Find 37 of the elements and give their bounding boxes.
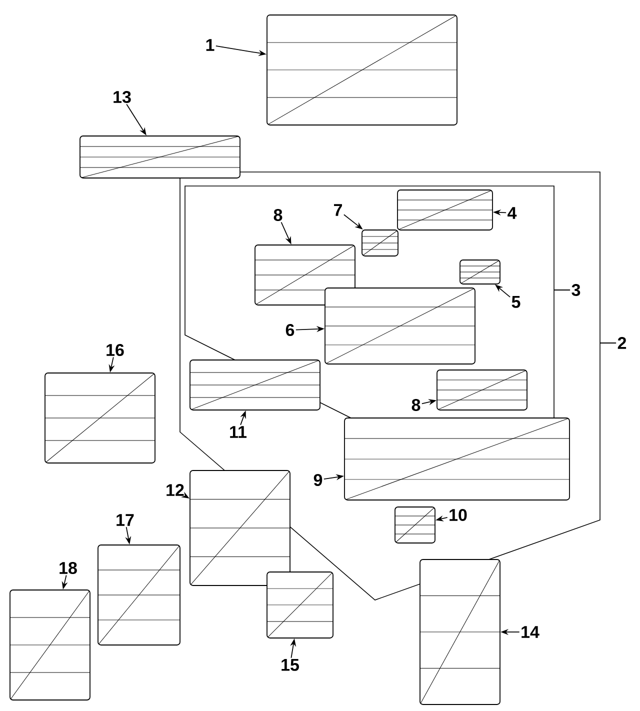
leader-line bbox=[600, 342, 617, 344]
callout-number: 2 bbox=[616, 336, 628, 350]
wheelhouse-drawing bbox=[344, 418, 570, 500]
callout-number: 16 bbox=[104, 342, 126, 357]
tray-drawing bbox=[80, 136, 240, 178]
panel-drawing bbox=[44, 372, 156, 464]
callout-number: 9 bbox=[312, 472, 324, 488]
crossmember-drawing bbox=[98, 544, 180, 646]
crossmember-drawing bbox=[10, 590, 90, 700]
bracket-drawing bbox=[394, 506, 436, 544]
callout-number: 14 bbox=[520, 625, 540, 639]
callout-number: 11 bbox=[228, 425, 248, 439]
rail-drawing bbox=[436, 370, 528, 410]
floor-pan-drawing bbox=[324, 288, 476, 364]
floor-pan-drawing bbox=[190, 470, 290, 586]
bracket-drawing bbox=[460, 260, 500, 284]
callout-number: 5 bbox=[510, 295, 522, 309]
callout-number: 8 bbox=[272, 208, 284, 222]
callout-number: 3 bbox=[570, 282, 582, 298]
callout-number: 18 bbox=[58, 560, 78, 576]
callout-number: 12 bbox=[164, 483, 186, 497]
callout-number: 15 bbox=[280, 658, 300, 672]
callout-number: 13 bbox=[112, 90, 132, 104]
crossmember-drawing bbox=[190, 360, 320, 410]
callout-number: 17 bbox=[114, 513, 136, 527]
rail-drawing bbox=[254, 244, 356, 306]
rail-drawing bbox=[397, 190, 493, 230]
callout-number: 8 bbox=[410, 398, 422, 412]
callout-number: 4 bbox=[506, 206, 518, 220]
bracket-drawing bbox=[362, 230, 398, 256]
panel-drawing bbox=[266, 14, 458, 126]
callout-number: 6 bbox=[284, 322, 296, 337]
callout-number: 7 bbox=[332, 203, 344, 217]
callout-number: 10 bbox=[448, 508, 468, 522]
wheelhouse-drawing bbox=[420, 559, 500, 705]
bracket-drawing bbox=[266, 572, 334, 638]
callout-number: 1 bbox=[204, 38, 216, 52]
